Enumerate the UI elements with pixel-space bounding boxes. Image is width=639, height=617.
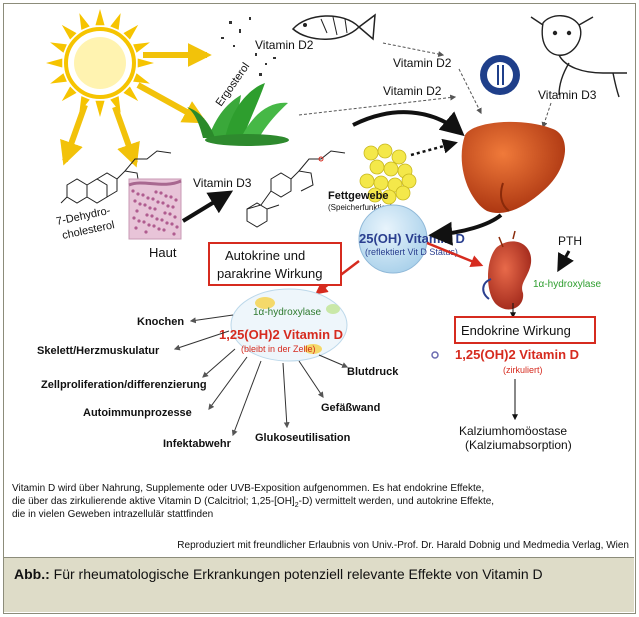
calcitriol-kidney-label: 1,25(OH)2 Vitamin D <box>455 347 579 362</box>
haut-label: Haut <box>149 245 177 260</box>
sun-to-skin-arrow <box>112 105 140 168</box>
liver-icon <box>461 121 566 213</box>
autokrin-box <box>208 242 342 286</box>
skin-icon <box>128 178 182 240</box>
effect-infekt: Infektabwehr <box>163 438 232 450</box>
note-line-2: die über das zirkulierende aktive Vitami… <box>12 496 495 509</box>
effect-gluko: Glukoseutilisation <box>255 432 351 444</box>
liver-to-calcidiol-arrow <box>428 213 503 246</box>
caption-band: Abb.: Für rheumatologische Erkrankungen … <box>4 557 634 612</box>
calcitriol-kidney-sub-label: (zirkuliert) <box>503 365 543 375</box>
effect-zellproliferation: Zellproliferation/differenzierung <box>41 379 207 391</box>
small-molecule-dot <box>431 351 439 359</box>
plant-to-liver-curve <box>352 110 465 137</box>
hydroxylase-cell-label: 1α-hydroxylase <box>253 307 321 318</box>
effect-arrows <box>173 314 349 437</box>
fettgewebe-label: Fettgewebe <box>328 190 389 202</box>
plate-icon <box>480 55 520 95</box>
figure-caption: Abb.: Für rheumatologische Erkrankungen … <box>14 566 543 582</box>
uv-sparkles <box>221 17 276 76</box>
cow-icon <box>530 15 627 98</box>
calcidiol-to-kidney-arrow <box>426 241 484 268</box>
sun-to-plant-arrow <box>136 82 208 124</box>
plant-icon <box>187 83 289 146</box>
hydroxylase-kidney-label: 1α-hydroxylase <box>533 279 601 290</box>
endokrin-box <box>454 316 596 344</box>
calcitriol-cell-label: 1,25(OH)2 Vitamin D <box>219 327 343 342</box>
speicherfunktion-label: (Speicherfunktion) <box>328 203 393 212</box>
pth-arrow <box>557 250 574 273</box>
note-line-3: die in vielen Geweben intrazellulär stat… <box>12 509 214 520</box>
kidney-icon <box>482 230 532 310</box>
fat-liver-exchange-arrow <box>410 138 458 157</box>
skin-to-d3-arrow <box>181 190 234 223</box>
vitamin-d2-label: Vitamin D2 <box>393 56 452 70</box>
autokrin-label-1: Autokrine und <box>225 248 305 263</box>
effect-knochen: Knochen <box>137 316 184 328</box>
effect-blutdruck: Blutdruck <box>347 366 399 378</box>
note-line-1: Vitamin D wird über Nahrung, Supplemente… <box>12 483 485 494</box>
vitamin-d2-fish-label: Vitamin D2 <box>255 38 314 52</box>
cow-to-liver-arrow <box>541 102 552 129</box>
effect-skelett: Skelett/Herzmuskulatur <box>37 345 160 357</box>
kalzium-label-2: (Kalziumabsorption) <box>465 438 572 452</box>
sun-to-dehydro-arrow <box>60 103 88 166</box>
plant-arrow <box>298 94 457 116</box>
sun-icon <box>46 9 154 117</box>
fish-arrow <box>382 42 445 58</box>
d2-to-liver-arrow <box>458 68 482 115</box>
fish-icon <box>291 13 376 41</box>
fat-tissue-icon <box>359 143 417 205</box>
pth-label: PTH <box>558 234 582 248</box>
cell-icon <box>230 288 348 362</box>
credit-line: Reproduziert mit freundlicher Erlaubnis … <box>177 540 629 551</box>
effect-gefaess: Gefäßwand <box>321 402 380 414</box>
calcidiol-sub-label: (reflektiert Vit D Status) <box>365 247 458 257</box>
calcidiol-circle <box>358 204 428 274</box>
kalzium-label-1: Kalziumhomöostase <box>459 424 567 438</box>
vitamin-d-diagram: Ergosterol Vitamin D2 Vitamin D3 Vitamin… <box>37 9 627 452</box>
vitamin-d3-skin-label: Vitamin D3 <box>193 176 252 190</box>
vitamin-d3-molecule <box>246 150 346 228</box>
endokrin-label: Endokrine Wirkung <box>461 323 571 338</box>
autokrin-label-2: parakrine Wirkung <box>217 266 323 281</box>
calcitriol-cell-sub-label: (bleibt in der Zelle) <box>241 344 316 354</box>
effect-autoimmun: Autoimmunprozesse <box>83 407 192 419</box>
vitamin-d2-plant-label: Vitamin D2 <box>383 84 442 98</box>
vitamin-d3-cow-label: Vitamin D3 <box>538 88 597 102</box>
